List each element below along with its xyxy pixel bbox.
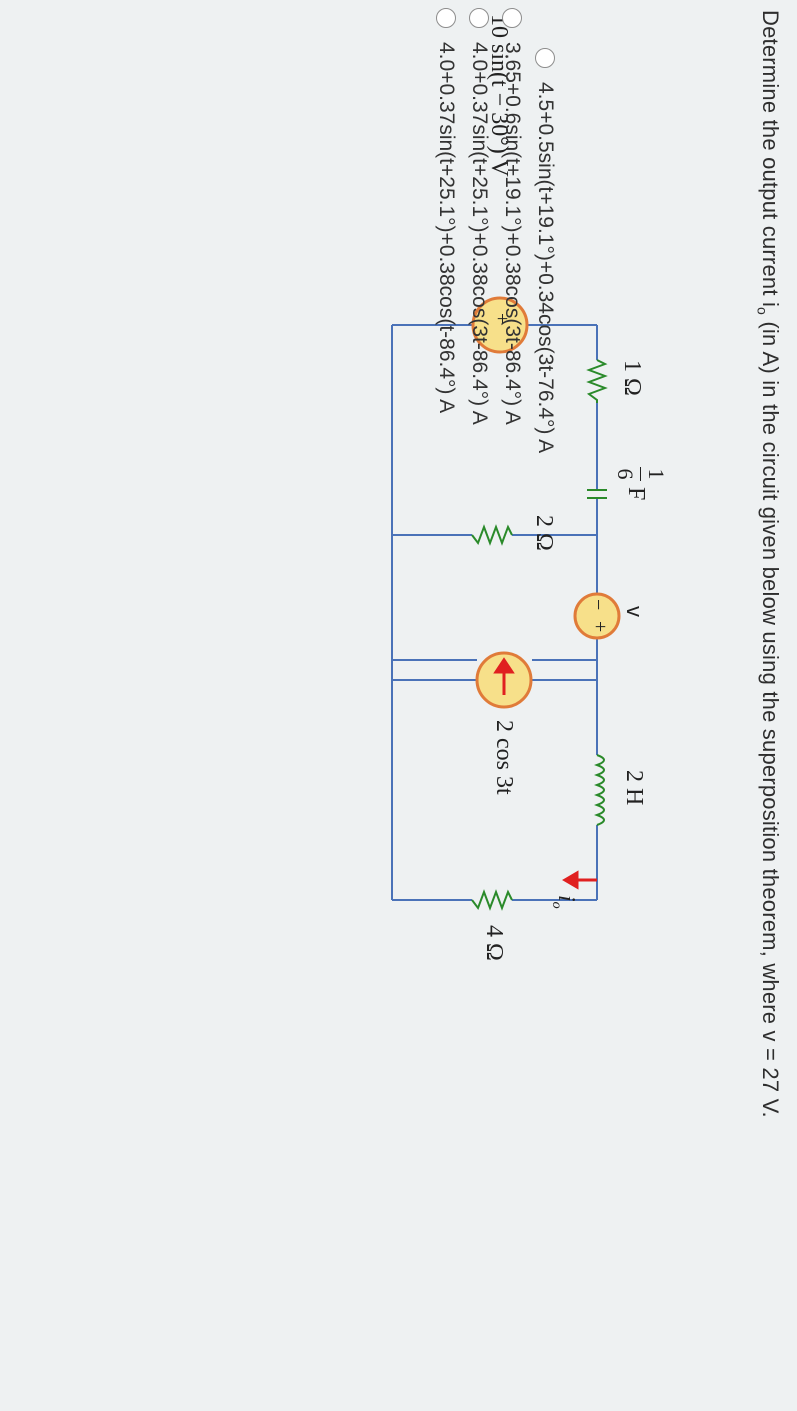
option-1[interactable]: 4.5+0.5sin(t+19.1°)+0.34cos(3t-76.4°) A <box>529 48 562 465</box>
minus-sign-mid: − <box>587 599 609 611</box>
radio-button[interactable] <box>535 48 556 68</box>
radio-button[interactable] <box>436 8 457 28</box>
capacitor-unit: F <box>623 487 649 501</box>
r4-label: 4 Ω <box>481 925 507 961</box>
answer-options: 4.5+0.5sin(t+19.1°)+0.34cos(3t-76.4°) A … <box>415 8 558 465</box>
current-source-label: 2 cos 3t <box>491 720 517 795</box>
r1-label: 1 Ω <box>619 360 645 396</box>
option-label: 4.5+0.5sin(t+19.1°)+0.34cos(3t-76.4°) A <box>534 82 558 454</box>
option-3[interactable]: 4.0+0.37sin(t+25.1°)+0.38cos(3t-86.4°) A <box>463 8 496 425</box>
io-label: io <box>549 895 579 909</box>
plus-sign-mid: + <box>589 621 611 633</box>
option-2[interactable]: 3.65+0.6sin(t+19.1°)+0.38cos(3t-86.4°) A <box>496 8 529 425</box>
cap-numerator: 1 <box>644 468 669 480</box>
inductor-label: 2 H <box>621 770 647 806</box>
r2-label: 2 Ω <box>531 515 557 551</box>
v-label: v <box>622 606 647 617</box>
cap-denominator: 6 <box>613 468 638 480</box>
option-label: 3.65+0.6sin(t+19.1°)+0.38cos(3t-86.4°) A <box>501 42 525 425</box>
radio-button[interactable] <box>469 8 490 28</box>
option-4[interactable]: 4.0+0.37sin(t+25.1°)+0.38cos(t-86.4°) A <box>430 8 463 425</box>
capacitor-fraction: 1 6 <box>612 467 669 481</box>
radio-button[interactable] <box>502 8 523 28</box>
option-label: 4.0+0.37sin(t+25.1°)+0.38cos(3t-86.4°) A <box>468 42 492 425</box>
option-label: 4.0+0.37sin(t+25.1°)+0.38cos(t-86.4°) A <box>435 42 459 414</box>
